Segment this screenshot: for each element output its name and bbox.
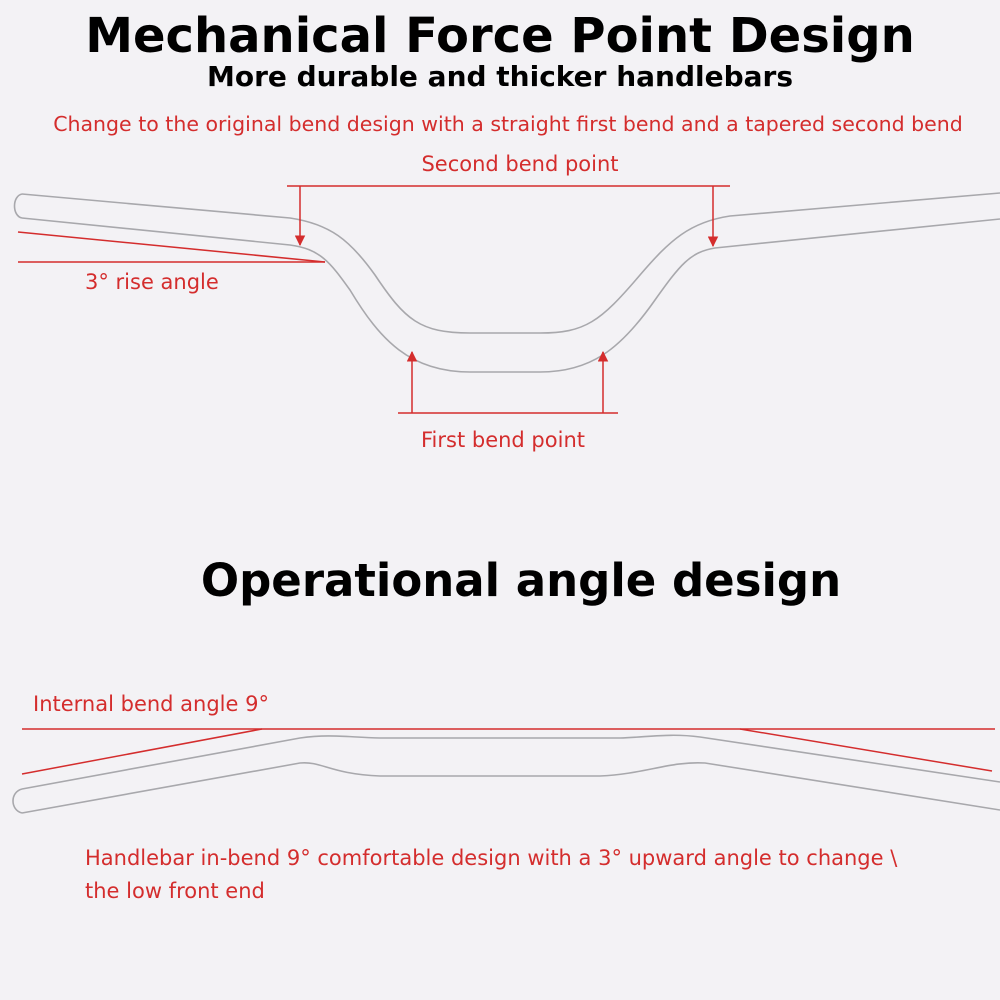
rise-angle-label: 3° rise angle bbox=[85, 270, 219, 294]
rise-angle-sloped-line bbox=[17, 231, 326, 263]
first-bend-label: First bend point bbox=[421, 428, 585, 452]
second-bend-label: Second bend point bbox=[421, 152, 619, 176]
bottom-note-line-1: Handlebar in-bend 9° comfortable design … bbox=[85, 846, 898, 870]
top-annotations bbox=[17, 185, 730, 414]
bottom-handlebar bbox=[12, 734, 1000, 814]
top-handlebar-lower-edge bbox=[21, 217, 1000, 373]
top-handlebar-upper-edge bbox=[21, 192, 1000, 334]
bottom-handlebar-upper-edge bbox=[21, 734, 1000, 790]
internal-angle-right-slope bbox=[739, 728, 993, 772]
internal-angle-label: Internal bend angle 9° bbox=[33, 692, 269, 716]
internal-angle-left-slope bbox=[21, 728, 263, 775]
main-title: Mechanical Force Point Design bbox=[85, 8, 915, 64]
bottom-annotations bbox=[21, 728, 995, 775]
bottom-note: Handlebar in-bend 9° comfortable design … bbox=[85, 842, 965, 908]
subtitle: More durable and thicker handlebars bbox=[206, 60, 794, 93]
bottom-note-line-2: the low front end bbox=[85, 879, 265, 903]
top-handlebar-left-end-cap bbox=[13, 193, 23, 219]
top-handlebar bbox=[13, 192, 1000, 373]
bottom-handlebar-lower-edge bbox=[21, 762, 1000, 814]
bottom-handlebar-left-end-cap bbox=[12, 788, 23, 814]
section-title-operational-angle: Operational angle design bbox=[200, 554, 842, 607]
change-note: Change to the original bend design with … bbox=[53, 112, 963, 136]
